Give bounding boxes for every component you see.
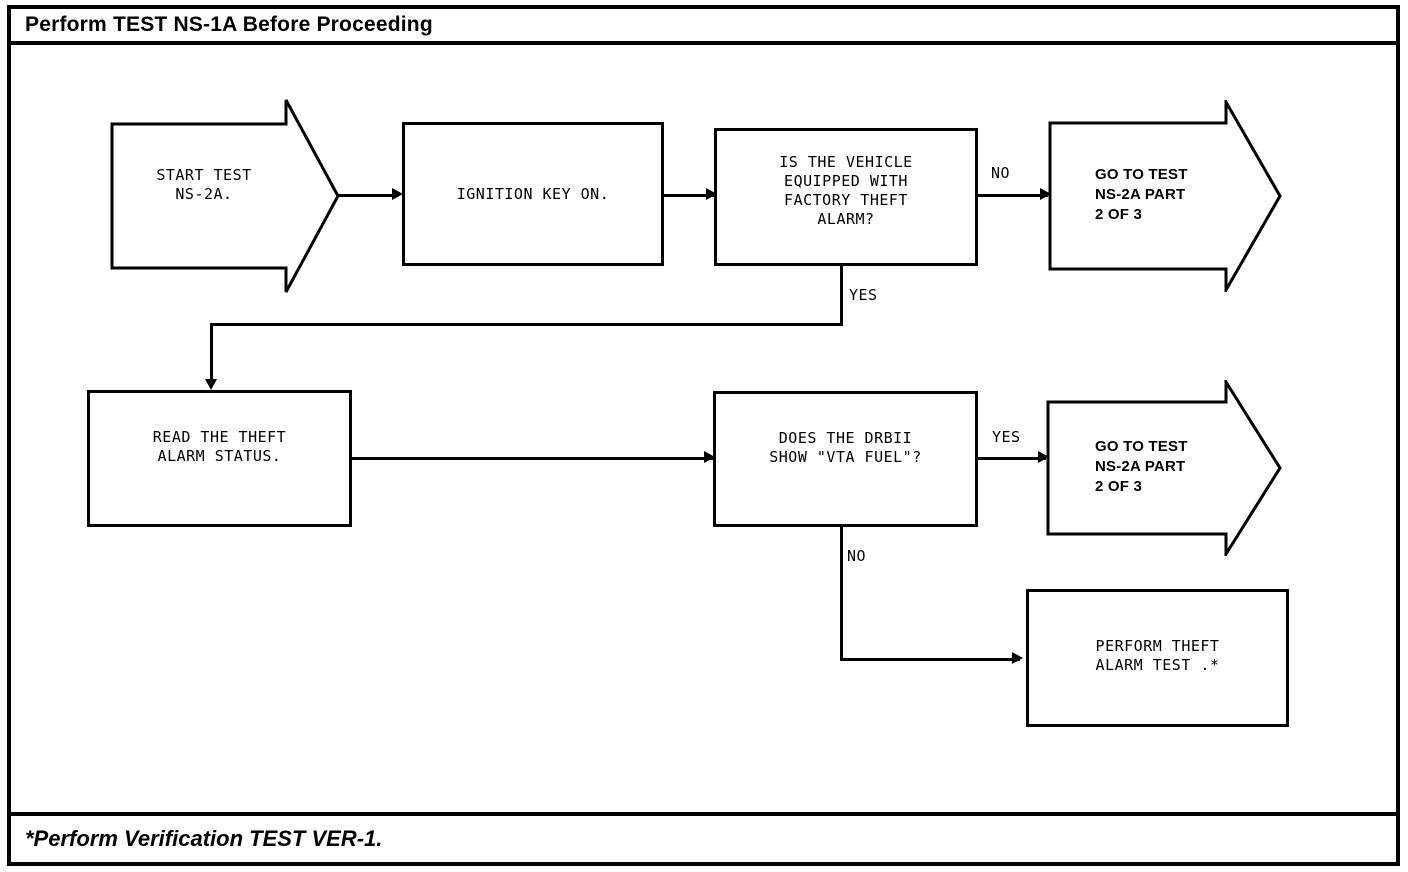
footnote-text: *Perform Verification TEST VER-1. <box>25 826 383 851</box>
goto2-line-3: 2 OF 3 <box>1095 478 1143 495</box>
goto2-line-1: GO TO TEST <box>1095 438 1188 455</box>
perform-test-line-2: ALARM TEST .* <box>1095 656 1220 674</box>
footer-bar: *Perform Verification TEST VER-1. <box>11 812 1396 862</box>
node-goto-test-1[interactable]: GO TO TEST NS-2A PART 2 OF 3 <box>1048 100 1284 292</box>
arrowhead-to-decision2 <box>704 451 715 463</box>
edge-label-yes-bottom: YES <box>992 428 1021 446</box>
decision2-line-2: SHOW "VTA FUEL"? <box>769 448 922 466</box>
connector-start-to-ignition <box>338 194 396 197</box>
edge-label-yes-top: YES <box>849 286 878 304</box>
connector-decision1-yes-vertical <box>840 266 843 324</box>
connector-ignition-to-decision1 <box>664 194 716 197</box>
goto1-line-1: GO TO TEST <box>1095 166 1188 183</box>
page-frame <box>7 5 1400 866</box>
goto1-line-2: NS-2A PART <box>1095 186 1186 203</box>
connector-yes-down-to-read-status <box>210 323 213 383</box>
connector-decision1-yes-horizontal <box>210 323 843 326</box>
connector-decision2-no-horizontal <box>840 658 1020 661</box>
connector-read-status-to-decision2 <box>352 457 714 460</box>
node-goto-test-2-label: GO TO TEST NS-2A PART 2 OF 3 <box>1095 437 1265 497</box>
title-bar: Perform TEST NS-1A Before Proceeding <box>11 9 1396 45</box>
goto2-line-2: NS-2A PART <box>1095 458 1186 475</box>
node-ignition-key-on[interactable]: IGNITION KEY ON. <box>402 122 664 266</box>
decision1-line-2: EQUIPPED WITH <box>784 172 908 190</box>
connector-decision1-no <box>978 194 1048 197</box>
node-goto-test-1-label: GO TO TEST NS-2A PART 2 OF 3 <box>1095 165 1265 225</box>
start-line-1: START TEST <box>156 166 252 184</box>
page-title: Perform TEST NS-1A Before Proceeding <box>25 13 433 36</box>
arrowhead-to-read-status <box>205 379 217 390</box>
decision1-line-1: IS THE VEHICLE <box>779 153 913 171</box>
edge-label-no-bottom: NO <box>847 547 867 565</box>
decision1-line-3: FACTORY THEFT <box>784 191 908 209</box>
arrowhead-to-decision1 <box>706 188 717 200</box>
start-line-2: NS-2A. <box>175 185 233 203</box>
connector-decision2-no-vertical <box>840 527 843 661</box>
perform-test-line-1: PERFORM THEFT <box>1095 637 1220 655</box>
arrowhead-to-goto2 <box>1038 451 1049 463</box>
node-ignition-key-on-label: IGNITION KEY ON. <box>456 184 610 203</box>
connector-decision2-yes <box>978 457 1046 460</box>
read-status-line-2: ALARM STATUS. <box>157 446 282 465</box>
read-status-line-1: READ THE THEFT <box>152 427 287 446</box>
arrowhead-to-ignition <box>392 188 403 200</box>
arrowhead-to-goto1 <box>1040 188 1051 200</box>
arrowhead-to-perform-test <box>1012 652 1023 664</box>
node-goto-test-2[interactable]: GO TO TEST NS-2A PART 2 OF 3 <box>1046 380 1284 556</box>
decision2-line-1: DOES THE DRBII <box>778 429 913 447</box>
decision1-line-4: ALARM? <box>817 210 875 228</box>
edge-label-no-top: NO <box>991 164 1011 182</box>
goto1-line-3: 2 OF 3 <box>1095 206 1143 223</box>
